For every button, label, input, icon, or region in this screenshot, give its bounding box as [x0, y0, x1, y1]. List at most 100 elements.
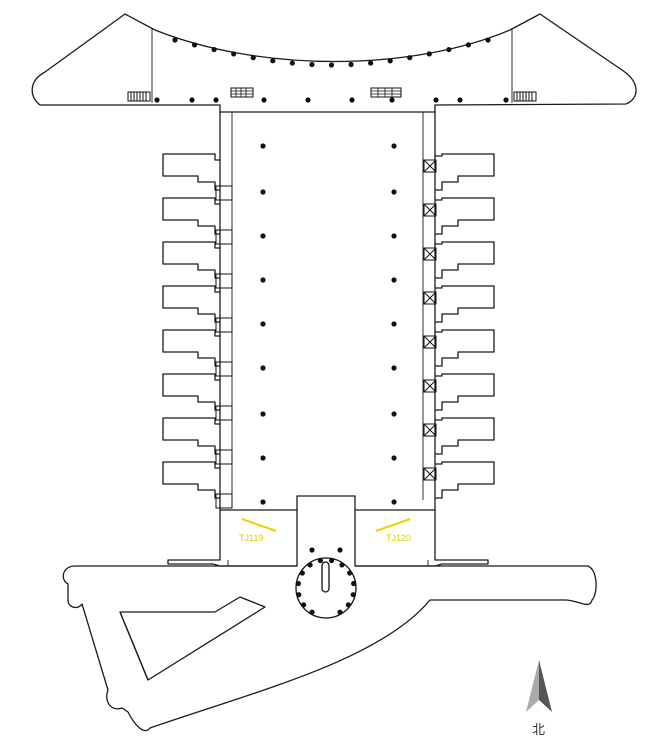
jet-bridge	[162, 241, 220, 279]
gate-room	[215, 361, 233, 377]
column-dot	[337, 547, 343, 553]
column-dot	[260, 277, 266, 283]
column-dot	[391, 455, 397, 461]
column-dot	[387, 58, 393, 64]
column-dot	[457, 97, 463, 103]
gate-tj119[interactable]: TJ119	[239, 518, 277, 543]
column-dot	[391, 411, 397, 417]
jet-bridge	[435, 241, 495, 279]
gate-room	[215, 493, 233, 509]
jet-bridge	[435, 329, 495, 367]
column-dot	[260, 189, 266, 195]
stair-icon	[513, 91, 537, 102]
column-dot	[391, 277, 397, 283]
jet-bridge	[435, 285, 495, 323]
north-label: 北	[532, 723, 545, 738]
column-dot	[260, 411, 266, 417]
escalator-icon	[370, 87, 402, 98]
column-dot	[391, 233, 397, 239]
elevator-icon	[423, 159, 437, 173]
column-dot	[368, 60, 374, 66]
gate-tj120[interactable]: TJ120	[375, 518, 411, 543]
column-dot	[191, 42, 198, 48]
column-dot	[391, 321, 397, 327]
column-dot	[485, 37, 491, 43]
elevator-icon	[423, 203, 437, 217]
column-dot	[172, 37, 178, 43]
north-hall	[31, 13, 637, 113]
right-gate-piers	[423, 153, 495, 499]
elevator-icon	[423, 291, 437, 305]
column-dot	[260, 455, 266, 461]
column-dot	[391, 499, 397, 505]
gate-room	[215, 273, 233, 289]
column-dot	[211, 46, 217, 53]
column-dot	[260, 321, 266, 327]
elevator-cross	[423, 379, 437, 393]
jet-bridge	[162, 461, 220, 499]
jet-bridge	[162, 329, 220, 367]
main-concourse	[219, 112, 436, 511]
stair-icon	[127, 91, 151, 102]
column-dot	[261, 97, 267, 103]
elevator-icon	[423, 467, 437, 481]
rotunda	[295, 557, 357, 619]
elevator-cross	[423, 467, 437, 481]
elevator-cross	[423, 159, 437, 173]
column-dot	[270, 58, 276, 64]
south-hub	[62, 510, 597, 732]
column-dot	[389, 97, 395, 103]
jet-bridge	[435, 417, 495, 455]
elevator-cross	[423, 247, 437, 261]
jet-bridge	[162, 153, 220, 191]
gate-room	[215, 317, 233, 333]
column-dot	[154, 97, 160, 103]
column-dot	[309, 61, 315, 68]
column-dot	[260, 143, 266, 149]
jet-bridge	[162, 417, 220, 455]
column-dot	[189, 97, 195, 103]
column-dot	[328, 62, 335, 68]
column-dot	[391, 365, 397, 371]
escalator-icon	[230, 87, 254, 98]
column-dot	[213, 97, 219, 103]
column-dot	[407, 55, 413, 61]
jet-bridge	[162, 373, 220, 411]
jet-bridge	[435, 461, 495, 499]
jet-bridge	[162, 285, 220, 323]
column-dot	[289, 60, 295, 66]
elevator-icon	[423, 247, 437, 261]
column-dot	[348, 61, 354, 68]
jet-bridge	[435, 153, 495, 191]
gate-room	[215, 449, 233, 465]
elevator-icon	[423, 335, 437, 349]
left-gate-piers	[162, 153, 233, 509]
column-dot	[309, 547, 315, 553]
column-dot	[446, 46, 452, 53]
column-grid	[154, 37, 509, 615]
gate-label-tj119: TJ119	[239, 533, 263, 543]
elevator-icon	[423, 379, 437, 393]
column-dot	[250, 55, 256, 61]
elevator-cross	[423, 203, 437, 217]
column-dot	[391, 189, 397, 195]
jet-bridge	[435, 373, 495, 411]
column-dot	[260, 499, 266, 505]
column-dot	[260, 365, 266, 371]
column-dot	[426, 51, 432, 57]
gate-room	[215, 405, 233, 421]
gate-room	[215, 229, 233, 245]
jet-bridge	[435, 197, 495, 235]
column-dot	[503, 97, 509, 103]
north-arrow-icon: 北	[526, 660, 552, 738]
column-dot	[260, 233, 266, 239]
elevator-cross	[423, 335, 437, 349]
column-dot	[349, 97, 355, 103]
elevator-cross	[423, 423, 437, 437]
column-dot	[305, 97, 311, 103]
column-dot	[465, 42, 472, 48]
elevator-icon	[423, 423, 437, 437]
jet-bridge	[162, 197, 220, 235]
elevator-cross	[423, 291, 437, 305]
